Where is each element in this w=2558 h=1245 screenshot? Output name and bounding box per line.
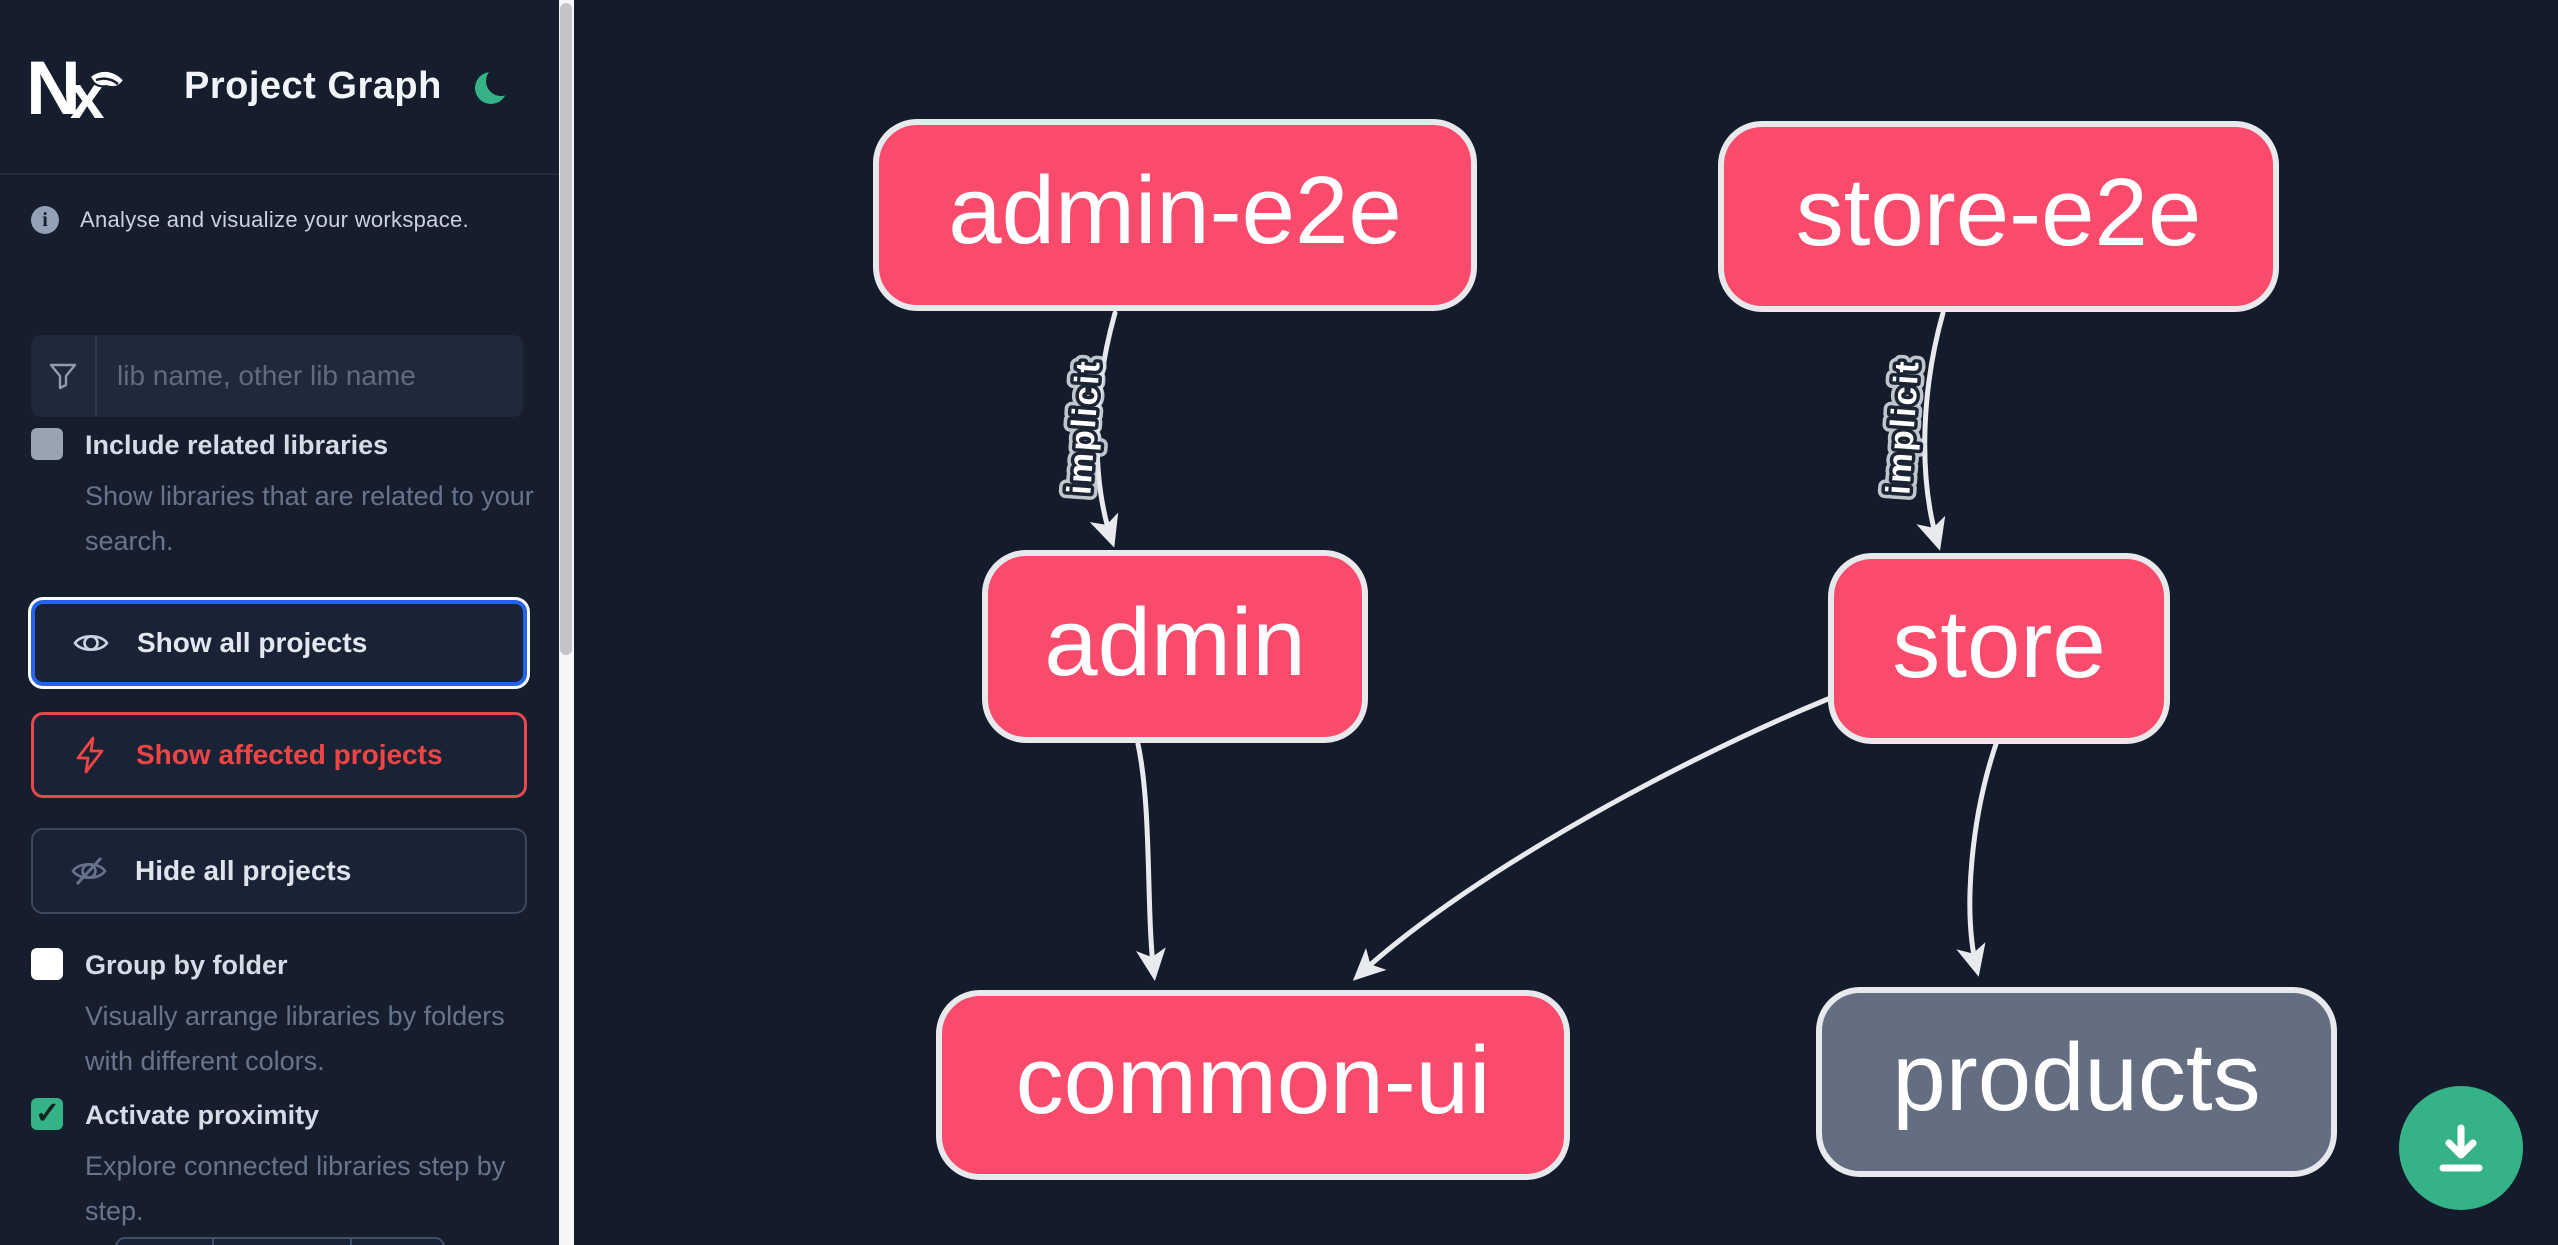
group-by-folder-description: Visually arrange libraries by folders wi…	[85, 1001, 505, 1076]
show-all-projects-label: Show all projects	[137, 627, 368, 658]
info-text: Analyse and visualize your workspace.	[80, 207, 469, 232]
info-icon: i	[31, 206, 59, 234]
include-related-description: Show libraries that are related to your …	[85, 481, 534, 556]
eye-off-icon	[69, 851, 109, 891]
edge-store-to-products	[1956, 741, 1999, 977]
search-input[interactable]	[97, 335, 523, 417]
group-by-folder-toggle: Group by folder Visually arrange librari…	[31, 948, 531, 1084]
edge-label-implicit-store[interactable]: implicit	[1876, 355, 1930, 499]
activate-proximity-checkbox check-icon[interactable]	[31, 1096, 63, 1131]
nx-logo: N x	[30, 54, 126, 120]
graph-node-store-e2e[interactable]: store-e2e	[1718, 121, 2279, 312]
edge-store-e2e-to-store	[1916, 310, 1946, 551]
activate-proximity-label: Activate proximity	[85, 1100, 320, 1130]
stepper-divider	[350, 1239, 352, 1245]
edge-admin-to-common-ui	[1135, 741, 1166, 981]
sidebar-scrollbar-thumb[interactable]	[560, 3, 572, 655]
show-affected-projects-button[interactable]: Show affected projects	[31, 712, 527, 798]
download-icon	[2439, 1124, 2483, 1172]
group-by-folder-checkbox[interactable]	[31, 948, 63, 980]
library-filter	[31, 335, 523, 417]
hide-all-projects-label: Hide all projects	[135, 855, 352, 886]
page-title: Project Graph	[184, 65, 442, 107]
show-all-projects-button[interactable]: Show all projects	[31, 600, 527, 686]
include-related-toggle: Include related libraries Show libraries…	[31, 428, 534, 564]
sidebar: N x Project Graph i Analyse and visualiz…	[0, 0, 560, 1245]
group-by-folder-label: Group by folder	[85, 950, 288, 980]
activate-proximity-toggle: Activate proximity Explore connected lib…	[31, 1096, 531, 1234]
lightning-bolt-icon	[70, 735, 110, 775]
edge-store-to-common-ui	[1352, 696, 1831, 981]
graph-node-products[interactable]: products	[1816, 987, 2337, 1177]
sidebar-header: N x Project Graph	[0, 0, 560, 175]
graph-node-store[interactable]: store	[1828, 553, 2170, 744]
graph-node-admin[interactable]: admin	[982, 550, 1368, 743]
eye-icon	[71, 623, 111, 663]
workspace-info: i Analyse and visualize your workspace.	[31, 206, 469, 234]
graph-node-common-ui[interactable]: common-ui	[936, 990, 1570, 1180]
svg-text:N: N	[30, 54, 81, 120]
proximity-depth-stepper[interactable]	[115, 1237, 445, 1245]
edge-admin-e2e-to-admin	[1089, 310, 1119, 548]
graph-node-admin-e2e[interactable]: admin-e2e	[873, 119, 1477, 311]
include-related-label: Include related libraries	[85, 430, 389, 460]
stepper-divider	[212, 1239, 214, 1245]
filter-funnel-icon	[31, 335, 97, 417]
activate-proximity-description: Explore connected libraries step by step…	[85, 1151, 506, 1226]
include-related-checkbox[interactable]	[31, 428, 63, 460]
download-image-button[interactable]	[2399, 1086, 2523, 1210]
sidebar-scrollbar-track	[559, 0, 574, 1245]
show-affected-projects-label: Show affected projects	[136, 739, 443, 770]
hide-all-projects-button[interactable]: Hide all projects	[31, 828, 527, 914]
dark-mode-moon-icon[interactable]	[474, 67, 512, 106]
